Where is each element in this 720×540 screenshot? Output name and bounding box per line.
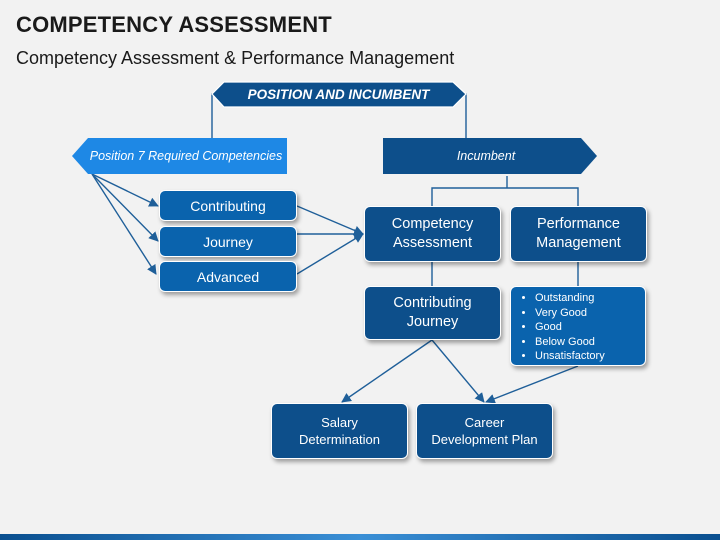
connector-incumbent-split xyxy=(431,187,579,206)
page-title: COMPETENCY ASSESSMENT xyxy=(16,12,332,37)
arrow-ratings-to-career xyxy=(485,365,579,404)
performance-management-box: Performance Management xyxy=(510,206,647,262)
career-development-plan-box: Career Development Plan xyxy=(416,403,553,459)
rating-item: Unsatisfactory xyxy=(535,349,645,364)
arrow-contributing-to-ca xyxy=(296,205,364,236)
arrow-to-journey xyxy=(91,173,159,242)
contributing-journey-box: Contributing Journey xyxy=(364,286,501,340)
salary-determination-box: Salary Determination xyxy=(271,403,408,459)
left-banner-shape xyxy=(72,138,287,174)
rating-item: Outstanding xyxy=(535,291,645,306)
rating-item: Below Good xyxy=(535,335,645,350)
rating-item: Very Good xyxy=(535,306,645,321)
arrow-advanced-to-ca xyxy=(296,233,364,275)
rating-item: Good xyxy=(535,320,645,335)
bottom-accent-bar xyxy=(0,534,720,540)
page-subtitle: Competency Assessment & Performance Mana… xyxy=(16,48,455,68)
level-contributing: Contributing xyxy=(159,190,297,221)
level-journey: Journey xyxy=(159,226,297,257)
arrow-cj-to-career xyxy=(431,339,485,403)
arrow-to-contributing xyxy=(91,173,159,207)
left-banner-label: Position 7 Required Competencies xyxy=(89,149,283,163)
top-banner-shape xyxy=(211,81,467,108)
arrow-to-advanced xyxy=(91,173,157,275)
right-banner-shape xyxy=(383,138,597,174)
level-advanced: Advanced xyxy=(159,261,297,292)
ratings-box: Outstanding Very Good Good Below Good Un… xyxy=(510,286,646,366)
top-banner-label: POSITION AND INCUMBENT xyxy=(247,87,430,102)
arrow-cj-to-salary xyxy=(341,339,433,403)
competency-assessment-box: Competency Assessment xyxy=(364,206,501,262)
right-banner-label: Incumbent xyxy=(456,149,516,163)
ratings-list: Outstanding Very Good Good Below Good Un… xyxy=(521,291,645,364)
